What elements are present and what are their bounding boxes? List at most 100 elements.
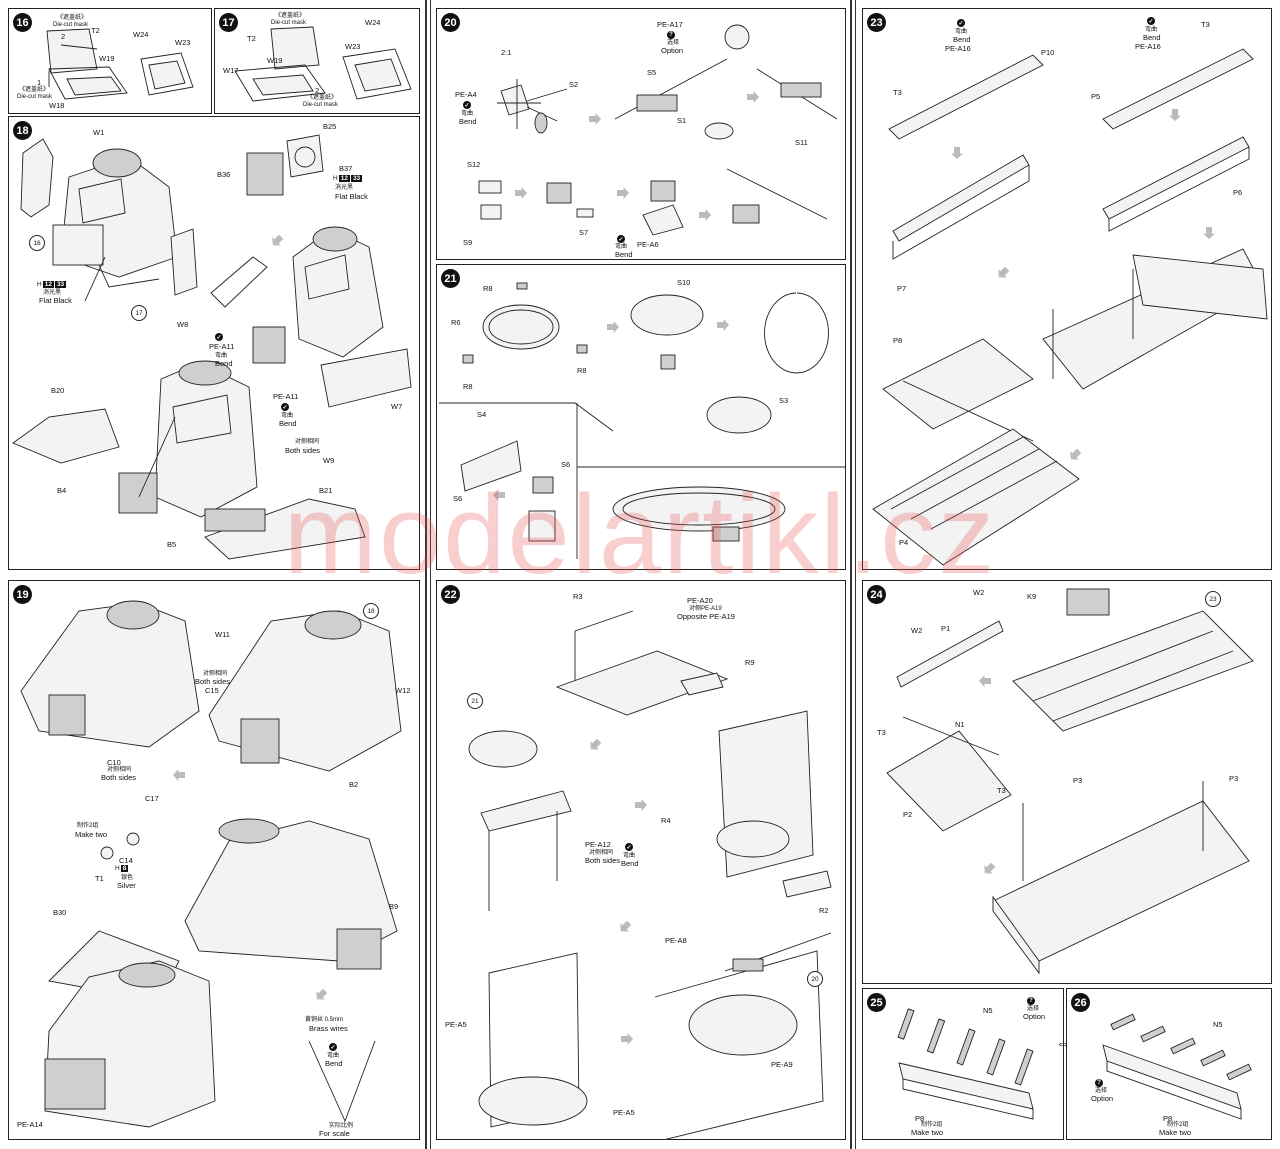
label-b2: B2 xyxy=(349,780,359,789)
flow-arrow-icon xyxy=(617,187,629,199)
label-r6: R6 xyxy=(451,318,461,327)
flat-black-left-cn: 消光黑 xyxy=(43,290,62,296)
opposite-pe-a19: Opposite PE-A19 xyxy=(677,612,735,621)
bend-check-icon: ✓ xyxy=(1147,17,1155,25)
machine-gun-drawing xyxy=(478,24,838,236)
option-icon: ? xyxy=(1027,997,1035,1005)
ref-circle-23: 23 xyxy=(1205,591,1221,607)
label-p8: P8 xyxy=(893,336,903,345)
flow-arrow-icon xyxy=(515,187,527,199)
label-pe-a17: PE-A17 xyxy=(657,20,683,29)
bench-drawing xyxy=(1102,1013,1252,1120)
label-c10: C10 xyxy=(107,758,121,767)
pe-a19-cn: 对侧PE-A19 xyxy=(689,606,722,612)
gun-ring-frame-drawing xyxy=(468,610,832,1139)
bend1-cn: 弯曲 xyxy=(955,29,968,35)
label-t3-left: T3 xyxy=(893,88,902,97)
option-icon: ? xyxy=(667,31,675,39)
label-pe-a16-right: PE-A16 xyxy=(1135,42,1161,51)
step-17-panel: 17 《遮盖纸》 Die-cut mask T2 W19 W17 2 《遮盖纸》… xyxy=(214,8,420,114)
label-w2-top: W2 xyxy=(973,588,985,597)
ref-circle-21: 21 xyxy=(467,693,483,709)
label-s1: S1 xyxy=(677,116,687,125)
brass-wires: Brass wires xyxy=(309,1024,348,1033)
label-s7: S7 xyxy=(579,228,589,237)
step-number: 22 xyxy=(441,585,460,604)
silver: Silver xyxy=(117,881,136,890)
label-p8: P8 xyxy=(1163,1114,1173,1123)
make-two-cn: 制作2组 xyxy=(77,823,99,829)
both-sides-cn: 对侧相同 xyxy=(295,439,320,445)
label-p6: P6 xyxy=(1233,188,1243,197)
bend-check-icon: ✓ xyxy=(281,403,289,411)
label-w12: W12 xyxy=(395,686,411,695)
label-pe-a11-second: PE-A11 xyxy=(273,392,299,401)
label-r8-left: R8 xyxy=(463,382,473,391)
label-r4: R4 xyxy=(661,816,671,825)
bend-check-icon: ✓ xyxy=(625,843,633,851)
bend-check-icon: ✓ xyxy=(957,19,965,27)
die-cut-mask-top-cn: 《遮盖纸》 xyxy=(275,13,306,19)
label-b21: B21 xyxy=(319,486,333,495)
step-number: 17 xyxy=(219,13,238,32)
label-w19: W19 xyxy=(99,54,115,63)
for-scale: For scale xyxy=(319,1129,350,1138)
cab-assembly-drawing xyxy=(12,134,412,560)
label-p2: P2 xyxy=(903,810,913,819)
bend: Bend xyxy=(325,1059,343,1068)
silver-cn: 银色 xyxy=(121,875,134,881)
label-pe-a5-right: PE-A5 xyxy=(613,1108,635,1117)
cargo-bed-drawing xyxy=(872,48,1268,566)
step-22-panel: 22 R3 PE-A20 对侧PE-A19 Opposite PE-A19 R9… xyxy=(436,580,846,1140)
label-w23: W23 xyxy=(345,42,361,51)
option-cn: 选择 xyxy=(1095,1088,1108,1094)
label-c15: C15 xyxy=(205,686,219,695)
label-b25: B25 xyxy=(323,122,337,131)
step-number: 23 xyxy=(867,13,886,32)
window-mask-drawing xyxy=(46,28,194,100)
bend-check-icon: ✓ xyxy=(463,101,471,109)
label-pe-a12: PE-A12 xyxy=(585,840,611,849)
column-gutter-left xyxy=(425,0,431,1149)
bend2-cn: 弯曲 xyxy=(1145,27,1158,33)
both-sides: Both sides xyxy=(195,677,231,686)
bend-b: Bend xyxy=(279,419,297,428)
label-w7: W7 xyxy=(391,402,403,411)
option-cn: 选择 xyxy=(1027,1006,1040,1012)
cargo-box-drawing xyxy=(886,588,1254,975)
pe-a6-bend: Bend xyxy=(615,250,633,259)
die-cut-mask-top: Die-cut mask xyxy=(271,20,307,26)
die-cut-mask-bottom: Die-cut mask xyxy=(17,94,53,100)
step-25-panel: 25 N5 ? 选择 Option P8 制作2组 Make two xyxy=(862,988,1064,1140)
make-two: Make two xyxy=(1159,1128,1192,1137)
label-p7: P7 xyxy=(897,284,907,293)
step-number: 26 xyxy=(1071,993,1090,1012)
label-n1: N1 xyxy=(955,720,965,729)
bench-drawing xyxy=(897,1008,1034,1120)
step-21-panel: 21 R8 R6 R8 R8 S10 S3 S4 S6 S6 xyxy=(436,264,846,570)
label-s9: S9 xyxy=(463,238,473,247)
label-r3: R3 xyxy=(573,592,583,601)
label-p4: P4 xyxy=(899,538,909,547)
c10-both-sides: Both sides xyxy=(101,773,137,782)
bend2: Bend xyxy=(1143,33,1161,42)
step-20-panel: 20 2:1 PE-A4 ✓ 弯曲 Bend S2 PE-A17 ? 选择 Op… xyxy=(436,8,846,260)
scale-2-1: 2:1 xyxy=(501,48,512,57)
label-pe-a4: PE-A4 xyxy=(455,90,477,99)
pe-a4-bend: Bend xyxy=(459,117,477,126)
step-number: 19 xyxy=(13,585,32,604)
c10-both-cn: 对侧相同 xyxy=(107,767,132,773)
make-two: Make two xyxy=(75,830,108,839)
for-scale-cn: 实际比例 xyxy=(329,1123,354,1129)
label-w23: W23 xyxy=(175,38,191,47)
label-s2: S2 xyxy=(569,80,579,89)
ref-circle-20: 20 xyxy=(807,971,823,987)
label-pe-a5-left: PE-A5 xyxy=(445,1020,467,1029)
flat-black-right-cn: 消光黑 xyxy=(335,185,354,191)
label-t1: T1 xyxy=(95,874,104,883)
step-number: 25 xyxy=(867,993,886,1012)
bend-a-cn: 弯曲 xyxy=(215,353,228,359)
step-19-panel: 19 18 W11 对侧相同 Both sides C15 W12 C10 对侧… xyxy=(8,580,420,1140)
die-cut-mask-bottom-cn: 《遮盖纸》 xyxy=(19,87,50,93)
